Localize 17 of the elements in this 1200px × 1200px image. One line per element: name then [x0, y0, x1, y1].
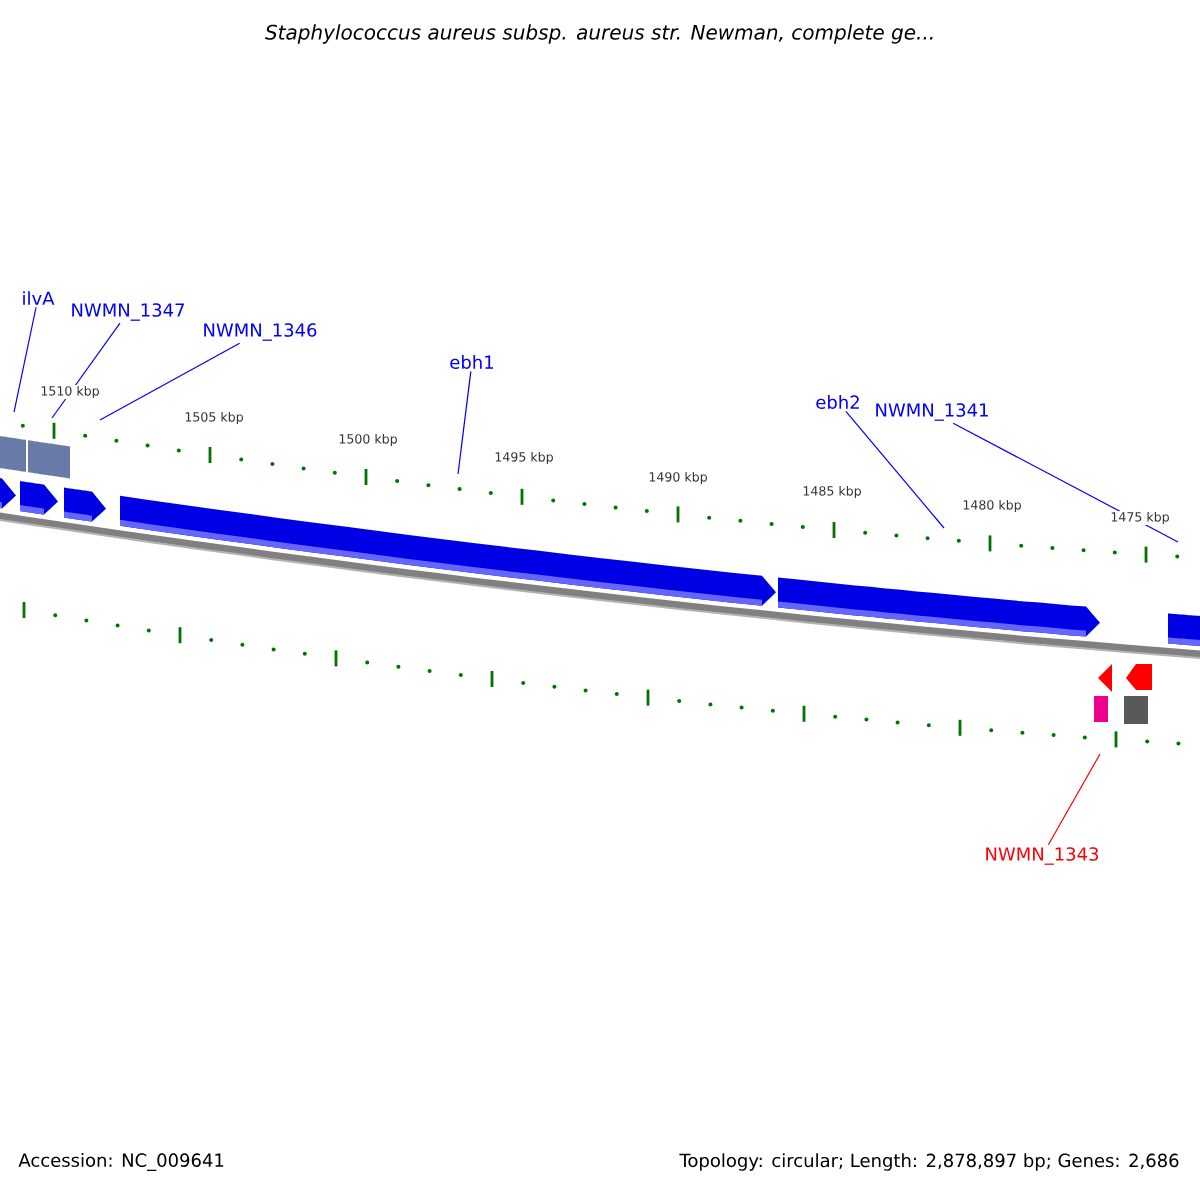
title: Staphylococcus aureus subsp. aureus str. Newman, complete ge... [265, 24, 933, 44]
leader-line [845, 410, 945, 529]
gene-label: ebh1 [450, 355, 493, 369]
gene-label: ebh2 [816, 395, 859, 409]
gene-label: NWMN_1343 [986, 847, 1099, 865]
leader-line [13, 306, 37, 413]
genome-info-text: Topology: circular; Length: 2,878,897 bp; Genes: 2,686 [679, 1153, 1179, 1171]
leader-line [1047, 753, 1101, 846]
gene-label: NWMN_1341 [876, 403, 988, 421]
leader-line [51, 322, 121, 419]
gene-label: NWMN_1347 [72, 303, 184, 321]
leader-line [457, 370, 472, 475]
gene-label: ilvA [23, 291, 55, 305]
gene-label: NWMN_1346 [204, 323, 317, 341]
accession-text: Accession: NC_009641 [18, 1153, 224, 1171]
leader-line [99, 342, 241, 421]
leader-line [952, 422, 1179, 543]
